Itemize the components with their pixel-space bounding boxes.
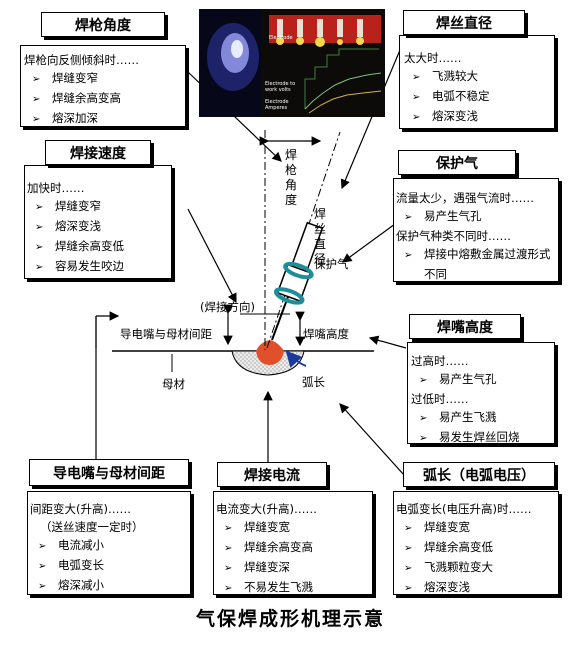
list-item: ➢焊缝变宽 — [224, 520, 290, 534]
box-tip-distance — [27, 491, 191, 595]
list-item: ➢容易发生咬边 — [35, 259, 124, 273]
arc-photo: Electrode Electrode to work volts Electr… — [199, 9, 385, 117]
weld-current-condition: 电流变大(升高)…… — [216, 502, 317, 516]
list-item: ➢焊缝余高变低 — [35, 239, 124, 253]
diagram-caption: 气保焊成形机理示意 — [195, 608, 385, 630]
box-tip-distance-title: 导电嘴与母材间距 — [29, 459, 189, 486]
list-item: ➢焊缝余高变高 — [32, 91, 121, 105]
list-item: ➢焊缝余高变高 — [224, 540, 313, 554]
list-item: ➢熔深加深 — [32, 111, 98, 125]
list-item-continuation: 不同 — [424, 267, 447, 281]
list-item: ➢飞溅较大 — [412, 69, 478, 83]
box-weld-current — [213, 491, 373, 595]
wire-diameter-condition: 太大时…… — [404, 51, 462, 65]
box-weld-current-body: 电流变大(升高)…… ➢焊缝变宽 ➢焊缝余高变高 ➢焊缝变深 ➢不易发生飞溅 — [216, 500, 317, 598]
box-torch-angle-body: 焊枪向反侧倾斜时…… ➢焊缝变窄 ➢焊缝余高变高 ➢熔深加深 — [24, 51, 139, 129]
list-item: ➢电弧变长 — [38, 558, 104, 572]
list-item: ➢熔深减小 — [38, 578, 104, 592]
nozzle-height-condition-2: 过低时…… — [411, 392, 469, 406]
tip-to-base-label: 导电嘴与母材间距 — [120, 327, 212, 341]
list-item: ➢电流减小 — [38, 538, 104, 552]
box-tip-distance-body: 间距变大(升高)…… （送丝速度一定时） ➢电流减小 ➢电弧变长 ➢熔深减小 — [30, 500, 144, 596]
torch-nozzle — [273, 221, 324, 305]
list-item: ➢焊缝变窄 — [32, 71, 98, 85]
box-torch-angle-title: 焊枪角度 — [41, 12, 165, 37]
torch-angle-condition: 焊枪向反侧倾斜时…… — [24, 53, 139, 67]
box-arc-length-title: 弧长（电弧电压） — [403, 462, 555, 487]
nozzle-height-label: 焊嘴高度 — [303, 327, 349, 341]
photo-label-amperes: Electrode Amperes — [265, 99, 289, 111]
base-metal-label: 母材 — [162, 377, 185, 391]
box-wire-diameter — [399, 35, 555, 129]
photo-label-electrode: Electrode — [269, 35, 293, 41]
list-item: ➢易发生焊丝回烧 — [419, 430, 520, 444]
list-item: ➢飞溅颗粒变大 — [404, 560, 493, 574]
torch-angle-vertical-label: 焊枪角度 — [284, 148, 297, 207]
box-weld-current-title: 焊接电流 — [217, 462, 327, 487]
shield-gas-condition-2: 保护气种类不同时…… — [396, 229, 511, 243]
arc-length-label: 弧长 — [302, 375, 325, 389]
arc-length-arrow — [285, 350, 307, 368]
list-item: ➢焊缝变宽 — [404, 520, 470, 534]
box-torch-angle — [20, 45, 186, 127]
list-item: ➢易产生飞溅 — [419, 410, 497, 424]
box-arc-length-body: 电弧变长(电压升高)时…… ➢焊缝变宽 ➢焊缝余高变低 ➢飞溅颗粒变大 ➢熔深变… — [396, 500, 531, 598]
tip-distance-note: （送丝速度一定时） — [40, 520, 144, 534]
wire-diameter-vertical-label: 焊丝直径 — [313, 207, 326, 266]
list-item: ➢焊缝余高变低 — [404, 540, 493, 554]
box-shield-gas-body: 流量太少，遇强气流时…… ➢易产生气孔 保护气种类不同时…… ➢焊接中熔敷金属过… — [396, 189, 551, 283]
list-item: ➢焊缝变窄 — [35, 199, 101, 213]
list-item: ➢熔深变浅 — [35, 219, 101, 233]
box-weld-speed — [24, 165, 172, 279]
list-item: ➢焊缝变深 — [224, 560, 290, 574]
list-item: ➢焊接中熔敷金属过渡形式 — [404, 247, 551, 261]
list-item: ➢易产生气孔 — [419, 372, 497, 386]
weld-direction-label: (焊接方向) — [200, 300, 255, 314]
box-wire-diameter-body: 太大时…… ➢飞溅较大 ➢电弧不稳定 ➢熔深变浅 — [404, 49, 490, 127]
box-nozzle-height — [407, 342, 555, 444]
shield-gas-label: 保护气 — [314, 257, 349, 271]
box-shield-gas-title: 保护气 — [398, 150, 516, 175]
box-wire-diameter-title: 焊丝直径 — [403, 10, 525, 35]
nozzle-height-condition-1: 过高时…… — [411, 354, 469, 368]
list-item: ➢电弧不稳定 — [412, 89, 490, 103]
list-item: ➢易产生气孔 — [404, 209, 482, 223]
box-shield-gas — [393, 178, 559, 282]
photo-label-volts: Electrode to work volts — [265, 81, 296, 93]
shield-gas-condition-1: 流量太少，遇强气流时…… — [396, 191, 534, 205]
box-nozzle-height-title: 焊嘴高度 — [409, 314, 521, 339]
list-item: ➢熔深变浅 — [412, 109, 478, 123]
molten-pool — [256, 340, 284, 365]
list-item: ➢不易发生飞溅 — [224, 580, 313, 594]
list-item: ➢熔深变浅 — [404, 580, 470, 594]
box-weld-speed-title: 焊接速度 — [45, 140, 151, 165]
box-nozzle-height-body: 过高时…… ➢易产生气孔 过低时…… ➢易产生飞溅 ➢易发生焊丝回烧 — [411, 352, 520, 448]
box-arc-length — [393, 491, 559, 595]
tip-distance-condition: 间距变大(升高)…… — [30, 502, 131, 516]
box-weld-speed-body: 加快时…… ➢焊缝变窄 ➢熔深变浅 ➢焊缝余高变低 ➢容易发生咬边 — [27, 179, 124, 277]
weld-speed-condition: 加快时…… — [27, 181, 85, 195]
arc-length-condition: 电弧变长(电压升高)时…… — [396, 502, 532, 516]
